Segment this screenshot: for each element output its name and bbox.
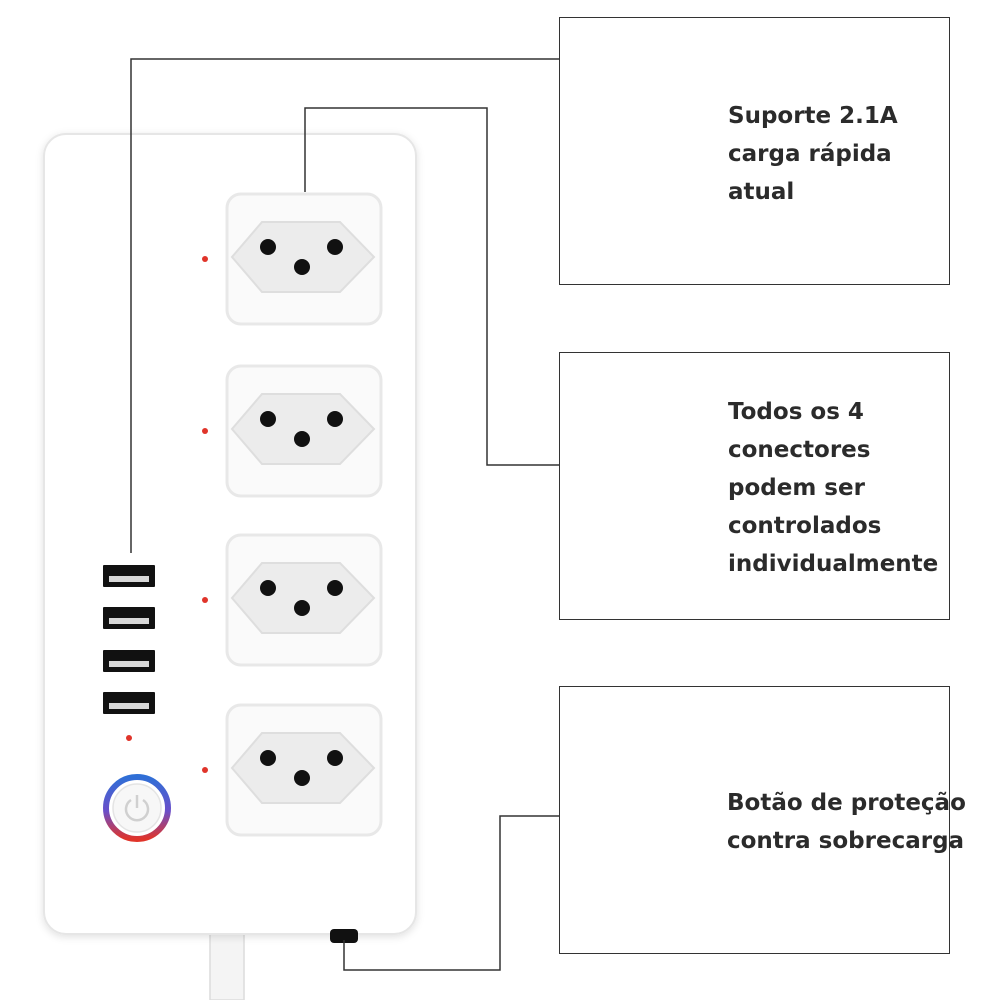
callout-usb-line-1: Suporte 2.1A bbox=[728, 103, 898, 129]
outlet-2 bbox=[202, 364, 383, 498]
outlet-1 bbox=[202, 192, 383, 326]
callout-outlets-text: Todos os 4 conectores podem ser controla… bbox=[728, 393, 938, 583]
red-led-indicator bbox=[126, 735, 132, 741]
callout-usb-line-3: atual bbox=[728, 179, 795, 205]
callout-outlets-line-1: Todos os 4 bbox=[728, 399, 864, 425]
callout-usb-line-2: carga rápida bbox=[728, 141, 892, 167]
outlet-3 bbox=[202, 533, 383, 667]
callout-outlets-line-3: podem ser bbox=[728, 475, 865, 501]
leader-lines bbox=[130, 58, 559, 971]
callout-usb-charging: Suporte 2.1A carga rápida atual bbox=[559, 17, 950, 285]
callout-overload-protection: Botão de proteção contra sobrecarga bbox=[559, 686, 966, 954]
callout-overload-line-2: contra sobrecarga bbox=[727, 828, 965, 854]
red-led-indicator bbox=[202, 767, 208, 773]
callout-outlets-line-4: controlados bbox=[728, 513, 882, 539]
usb-ports bbox=[103, 565, 155, 741]
red-led-indicator bbox=[202, 597, 208, 603]
power-button bbox=[103, 774, 171, 842]
power-button-icon bbox=[124, 798, 150, 822]
callout-overload-line-1: Botão de proteção bbox=[727, 790, 966, 816]
red-led-indicator bbox=[202, 256, 208, 262]
callout-outlets-line-2: conectores bbox=[728, 437, 871, 463]
callout-individual-control: Todos os 4 conectores podem ser controla… bbox=[559, 352, 950, 620]
outlet-4 bbox=[202, 703, 383, 837]
red-led-indicator bbox=[202, 428, 208, 434]
callout-outlets-line-5: individualmente bbox=[728, 551, 939, 577]
callout-overload-text: Botão de proteção contra sobrecarga bbox=[727, 784, 966, 860]
callout-usb-text: Suporte 2.1A carga rápida atual bbox=[728, 97, 898, 211]
overload-button-on-strip bbox=[330, 929, 358, 943]
